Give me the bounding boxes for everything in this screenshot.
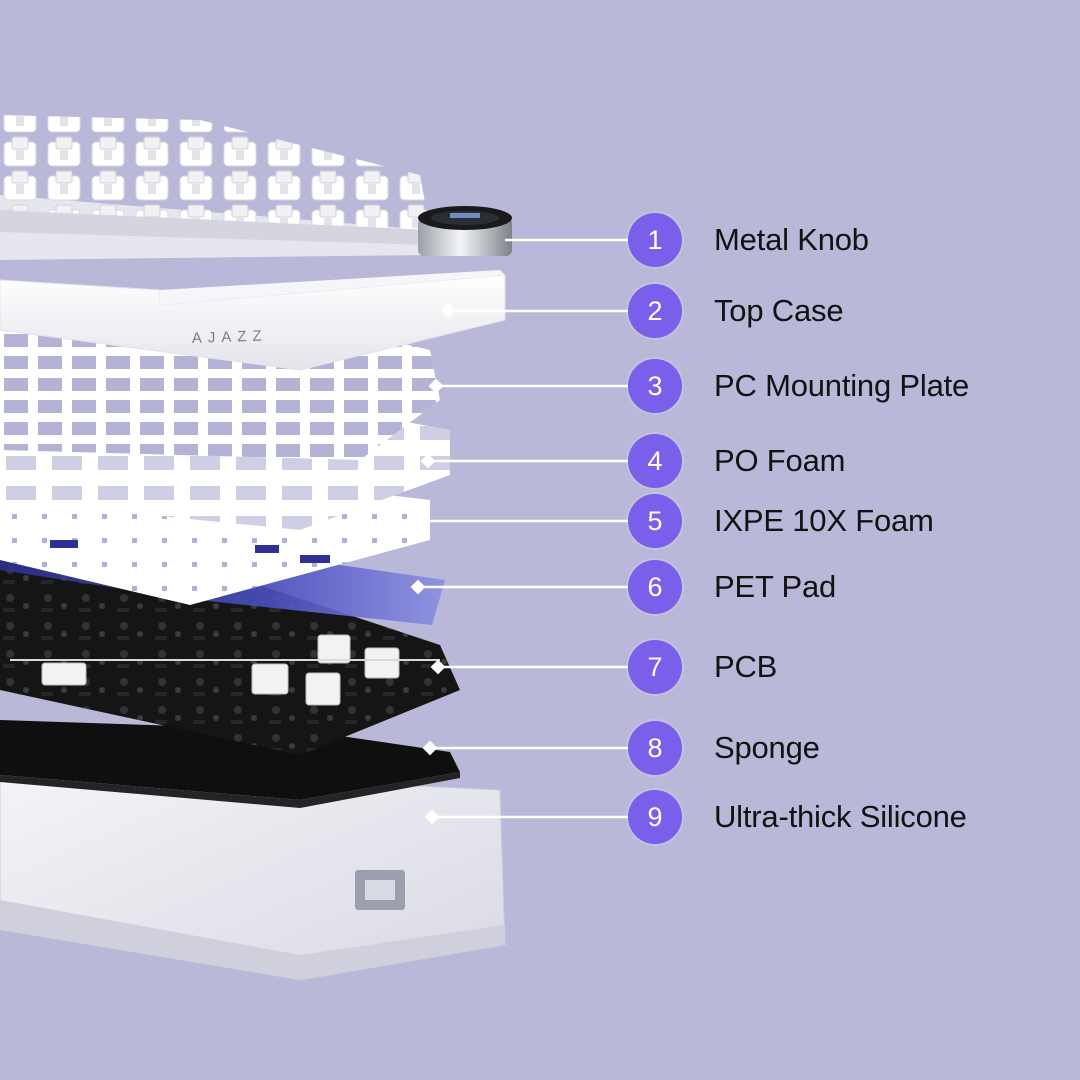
metal-knob-part [418,206,512,256]
callout-pcb: 7 PCB [628,640,1068,696]
callout-number-badge: 6 [628,560,682,614]
ajazz-logo: AJAZZ [192,327,268,347]
pcb-layer [0,555,460,755]
callout-number-badge: 9 [628,790,682,844]
callout-label: Sponge [714,730,820,765]
callout-sponge: 8 Sponge [628,721,1068,777]
callout-ixpe-foam: 5 IXPE 10X Foam [628,494,1068,550]
callout-ultra-thick-silicone: 9 Ultra-thick Silicone [628,790,1068,846]
callout-label: Ultra-thick Silicone [714,799,967,834]
callout-metal-knob: 1 Metal Knob [628,213,1068,269]
callout-number-badge: 7 [628,640,682,694]
callout-label: Metal Knob [714,222,869,257]
callout-label: PO Foam [714,443,846,478]
bottom-case-layer [0,759,506,981]
callout-label: IXPE 10X Foam [714,503,934,538]
callout-pet-pad: 6 PET Pad [628,560,1068,616]
callout-pc-mounting-plate: 3 PC Mounting Plate [628,359,1068,415]
callout-number-badge: 3 [628,359,682,413]
callout-label: Top Case [714,293,844,328]
callout-label: PET Pad [714,569,837,604]
sponge-layer [0,720,460,808]
callout-number-badge: 1 [628,213,682,267]
leader-lines [410,238,628,825]
switches-layer [0,115,430,260]
callout-po-foam: 4 PO Foam [628,434,1068,490]
callout-label: PC Mounting Plate [714,368,970,403]
callout-number-badge: 5 [628,494,682,548]
top-case-layer: AJAZZ [0,270,506,371]
callout-number-badge: 8 [628,721,682,775]
callout-number-badge: 4 [628,434,682,488]
callout-label: PCB [714,649,778,684]
callout-number-badge: 2 [628,284,682,338]
callout-top-case: 2 Top Case [628,284,1068,340]
